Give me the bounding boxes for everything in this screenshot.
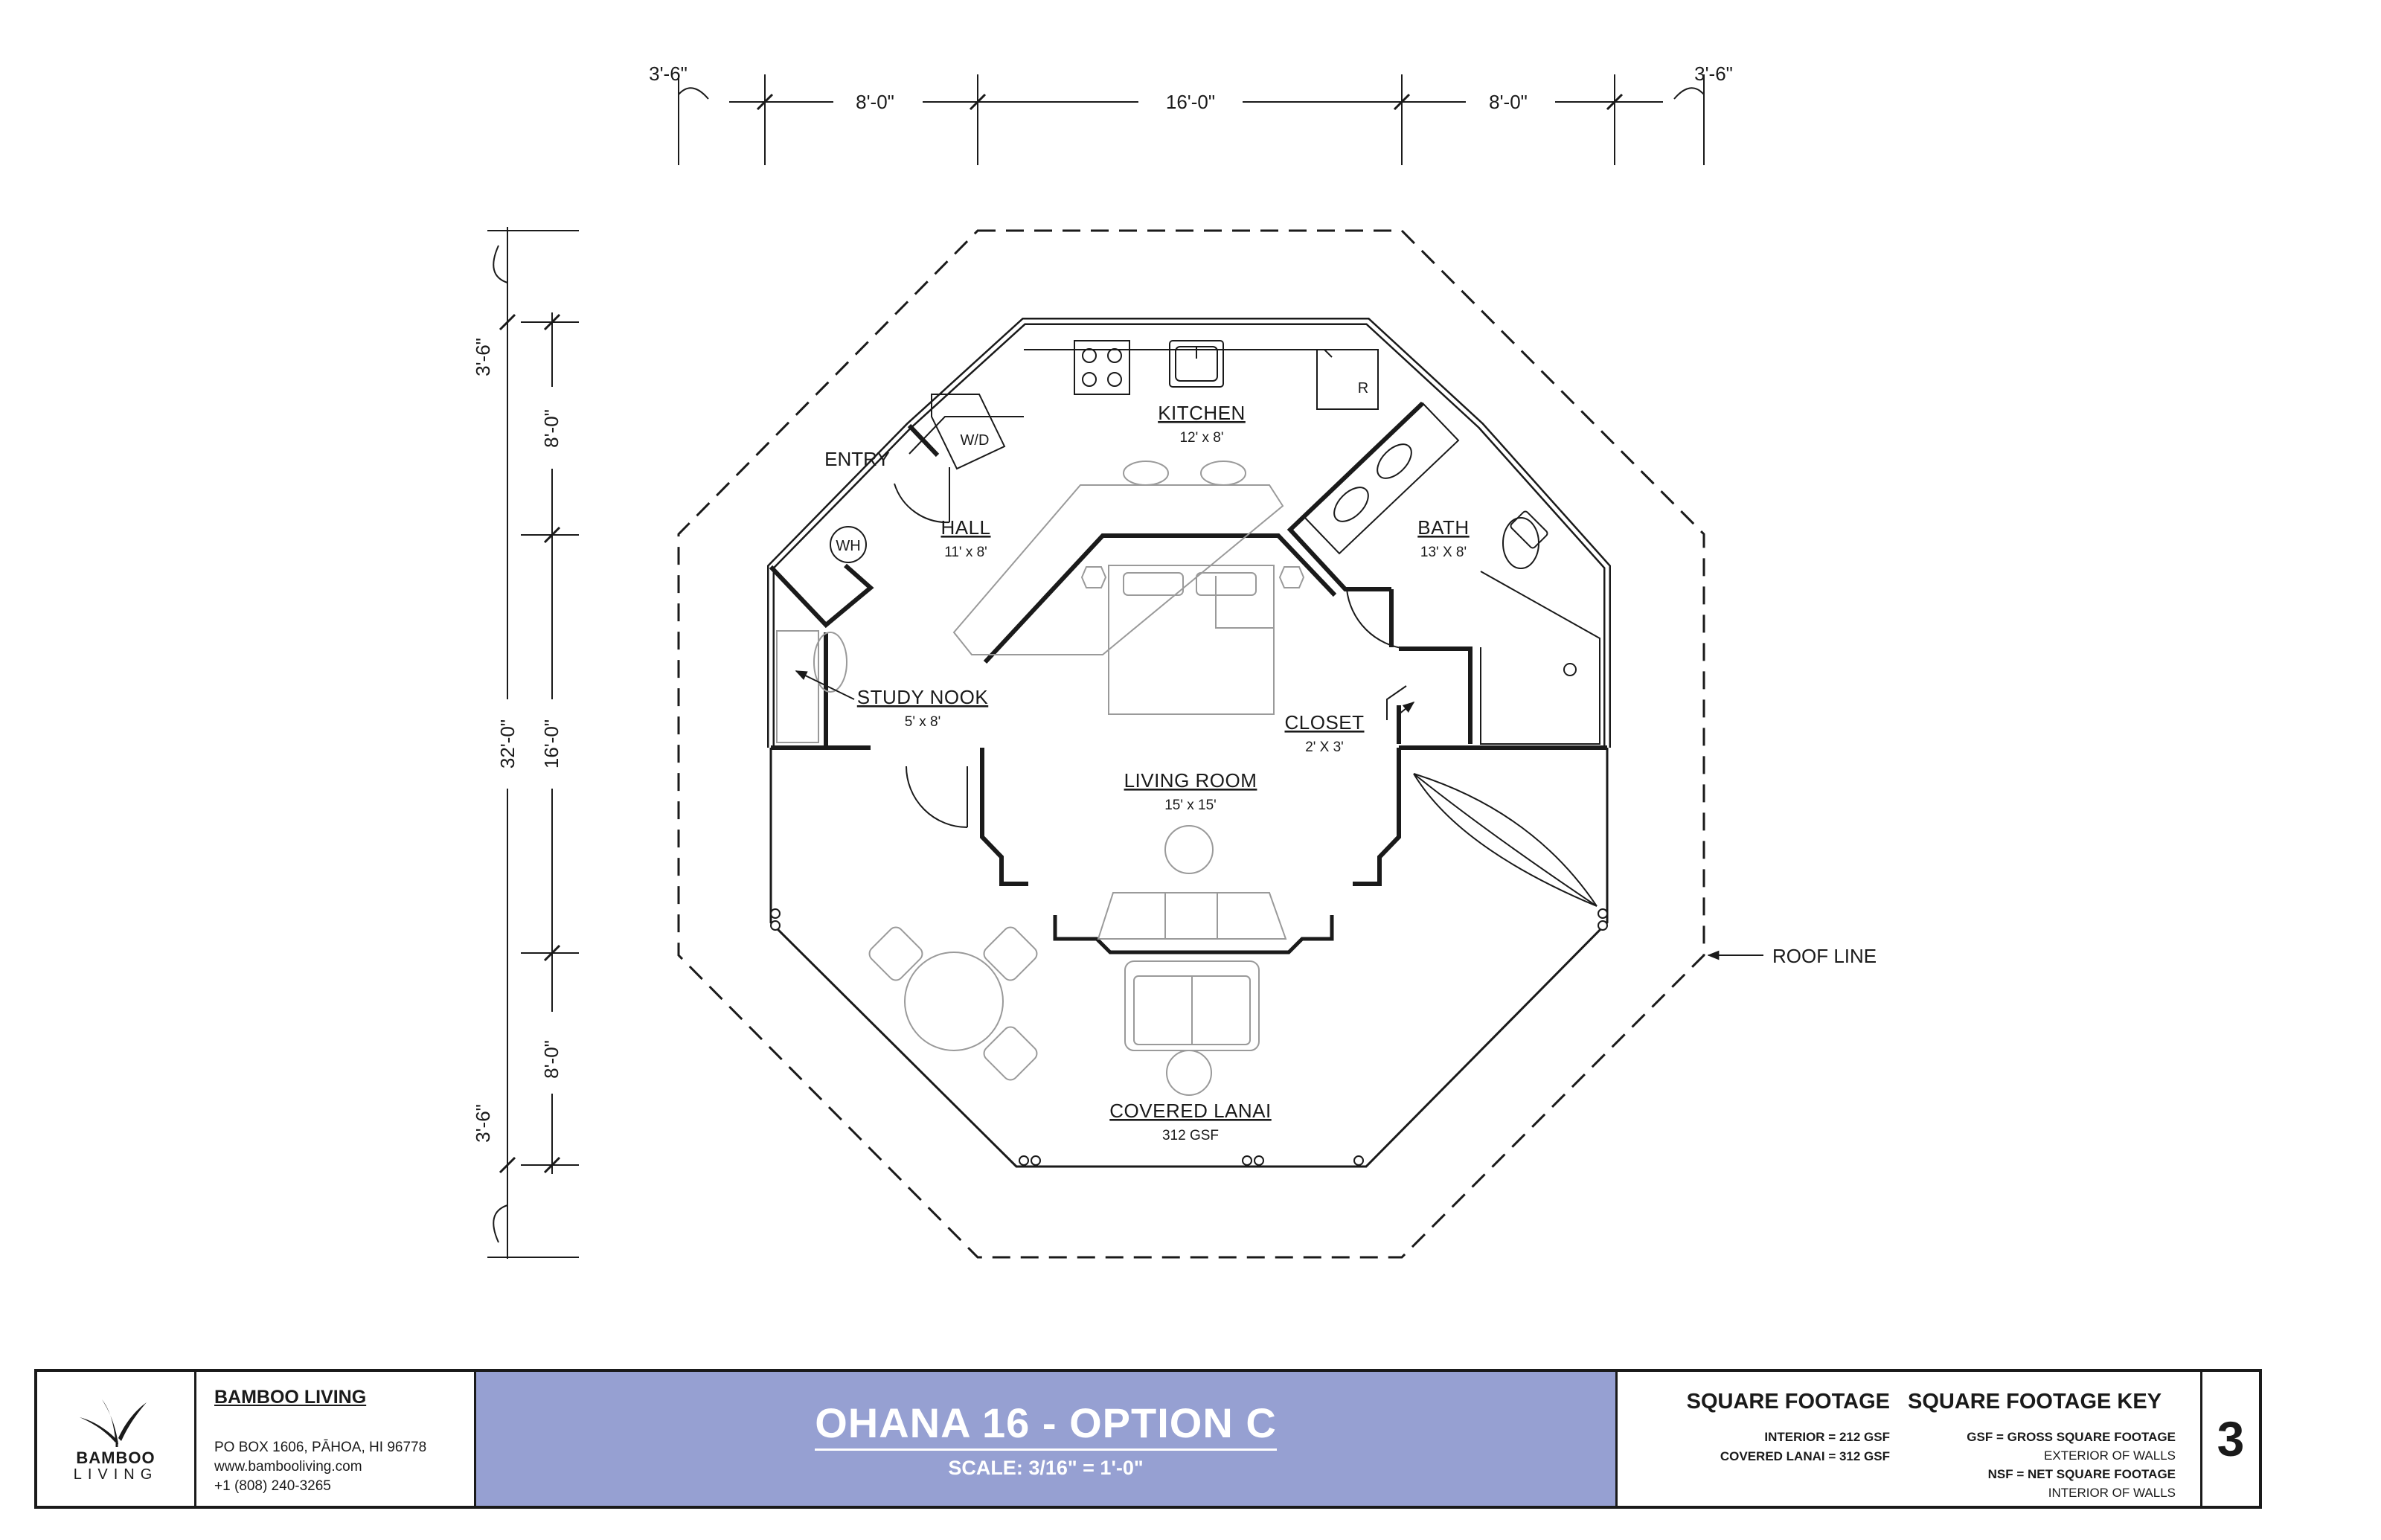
top-dimension-string xyxy=(678,74,1705,165)
washer-dryer-label: W/D xyxy=(961,432,990,449)
lanai-outline xyxy=(769,748,1609,1168)
doors xyxy=(894,467,1598,907)
dim-top-overhang-left: 3'-6" xyxy=(649,62,688,85)
kitchen-name: KITCHEN xyxy=(1158,402,1246,424)
sheet-number: 3 xyxy=(2217,1411,2245,1466)
covered-lanai-name: COVERED LANAI xyxy=(1109,1100,1271,1122)
closet-leader xyxy=(1398,702,1415,715)
roof-line xyxy=(677,229,1705,1259)
company-address: PO BOX 1606, PĀHOA, HI 96778 xyxy=(214,1440,427,1455)
refrigerator-label: R xyxy=(1358,380,1368,397)
dim-top-left: 8'-0" xyxy=(856,91,894,113)
closet-name: CLOSET xyxy=(1284,711,1364,734)
interior-walls xyxy=(769,401,1472,886)
kitchen-size: 12' x 8' xyxy=(1179,430,1223,446)
dim-left-lower: 8'-0" xyxy=(540,1040,563,1079)
project-title-cell: OHANA 16 - OPTION C SCALE: 3/16" = 1'-0" xyxy=(476,1372,1618,1506)
study-nook-size: 5' x 8' xyxy=(905,714,940,730)
gsf-description: EXTERIOR OF WALLS xyxy=(2044,1448,2176,1463)
study-nook-name: STUDY NOOK xyxy=(857,686,989,708)
logo-sub: LIVING xyxy=(73,1466,158,1483)
living-room-name: LIVING ROOM xyxy=(1124,769,1257,792)
dim-left-overhang-bottom: 3'-6" xyxy=(472,1104,494,1143)
square-footage-key-heading: SQUARE FOOTAGE KEY xyxy=(1908,1390,2162,1414)
square-footage-cell: SQUARE FOOTAGE INTERIOR = 212 GSF COVERE… xyxy=(1618,1372,2202,1506)
covered-lanai-gsf: COVERED LANAI = 312 GSF xyxy=(1720,1449,1890,1463)
nsf-definition: NSF = NET SQUARE FOOTAGE xyxy=(1987,1467,2176,1481)
bath-size: 13' X 8' xyxy=(1420,545,1467,560)
hall-size: 11' x 8' xyxy=(944,545,987,560)
nsf-description: INTERIOR OF WALLS xyxy=(2048,1486,2176,1500)
floor-plan: 3'-6" 8'-0" 16'-0" 8'-0" 3'-6" 3'-6" 8'-… xyxy=(472,62,1877,1259)
square-footage-heading: SQUARE FOOTAGE xyxy=(1686,1390,1890,1414)
dim-left-middle: 16'-0" xyxy=(540,719,563,769)
entry-label: ENTRY xyxy=(824,448,890,470)
exterior-walls xyxy=(767,318,1611,750)
dim-left-overall: 32'-0" xyxy=(496,719,519,769)
study-nook-leader xyxy=(795,670,855,700)
covered-lanai-size: 312 GSF xyxy=(1162,1128,1219,1143)
furniture xyxy=(776,461,1305,1096)
dim-top-overhang-right: 3'-6" xyxy=(1694,62,1733,85)
company-website[interactable]: www.bambooliving.com xyxy=(214,1459,362,1475)
interior-gsf: INTERIOR = 212 GSF xyxy=(1764,1430,1890,1444)
title-block: BAMBOO LIVING BAMBOO LIVING PO BOX 1606,… xyxy=(34,1369,2262,1509)
closet-size: 2' X 3' xyxy=(1305,739,1344,755)
bamboo-leaf-icon xyxy=(79,1399,147,1447)
room-labels: KITCHEN 12' x 8' ENTRY HALL 11' x 8' BAT… xyxy=(824,402,1469,1143)
company-phone: +1 (808) 240-3265 xyxy=(214,1478,331,1494)
dim-top-center: 16'-0" xyxy=(1166,91,1215,113)
sheet-number-cell: 3 xyxy=(2202,1372,2259,1506)
living-room-size: 15' x 15' xyxy=(1164,798,1217,813)
logo-cell: BAMBOO LIVING xyxy=(37,1372,196,1506)
lanai-posts xyxy=(770,908,1608,1166)
dim-top-right: 8'-0" xyxy=(1489,91,1528,113)
hall-name: HALL xyxy=(940,516,990,539)
bath-name: BATH xyxy=(1417,516,1469,539)
dim-left-upper: 8'-0" xyxy=(540,409,563,448)
kitchen-fixtures xyxy=(830,340,1379,563)
living-bay-wall xyxy=(1053,915,1334,955)
roof-line-label: ROOF LINE xyxy=(1772,945,1877,967)
company-name: BAMBOO LIVING xyxy=(214,1387,367,1408)
project-title: OHANA 16 - OPTION C xyxy=(815,1399,1277,1451)
gsf-definition: GSF = GROSS SQUARE FOOTAGE xyxy=(1967,1430,2176,1444)
company-cell: BAMBOO LIVING PO BOX 1606, PĀHOA, HI 967… xyxy=(196,1372,476,1506)
bath-fixtures xyxy=(1302,402,1600,745)
dim-left-overhang-top: 3'-6" xyxy=(472,338,494,376)
logo-word: BAMBOO xyxy=(76,1448,156,1467)
water-heater-label: WH xyxy=(836,538,860,554)
drawing-scale: SCALE: 3/16" = 1'-0" xyxy=(948,1456,1144,1479)
